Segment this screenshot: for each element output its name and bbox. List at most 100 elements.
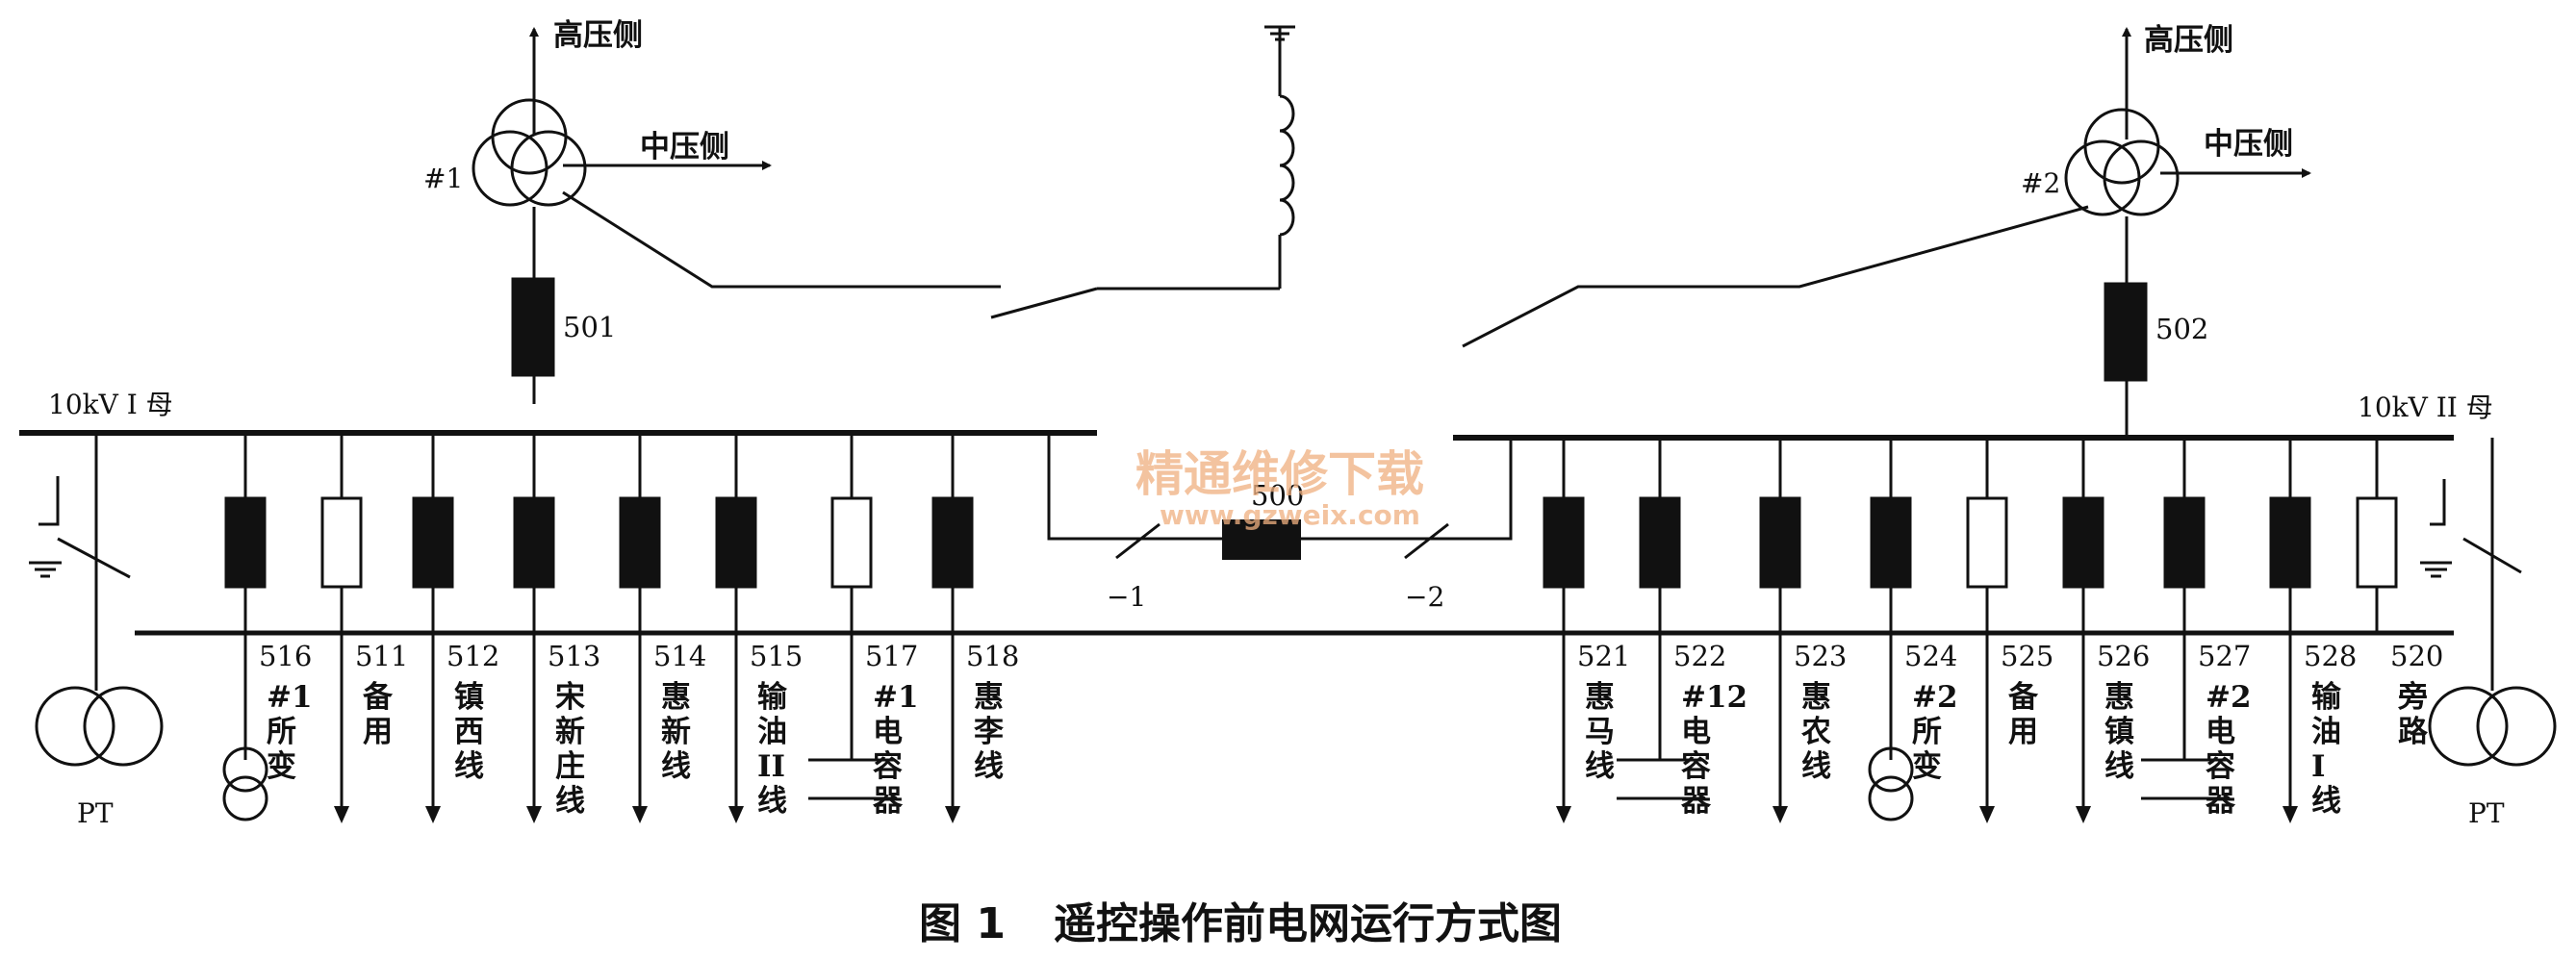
feeder-517-name-char: #1 [873, 680, 919, 715]
t2-mid-side-label: 中压侧 [2204, 127, 2293, 162]
breaker-512 [412, 496, 454, 589]
t2-winding-c [2083, 108, 2160, 185]
breaker-520 [2356, 496, 2398, 589]
t1-high-side-label: 高压侧 [553, 18, 643, 53]
feeder-513-name-char: 庄 [555, 749, 585, 784]
tie-switch-2-label: −2 [1405, 581, 1444, 613]
feeder-512-name-char: 镇 [454, 680, 484, 715]
feeder-518-name-char: 李 [974, 715, 1004, 749]
feeder-528-name-char: 线 [2311, 784, 2341, 819]
feeder-523-number: 523 [1794, 640, 1847, 672]
tie-switch-1-label: −1 [1107, 581, 1146, 613]
tie-right-lead [1299, 438, 1513, 541]
feeder-514-name-char: 惠 [661, 680, 691, 715]
breaker-511 [320, 496, 363, 589]
feeder-523-name-char: 农 [1801, 715, 1831, 749]
breaker-523 [1759, 496, 1801, 589]
feeder-527-name-char: 电 [2206, 715, 2235, 749]
tie-switch-2 [1404, 522, 1449, 560]
t1-number-label: #1 [423, 163, 463, 194]
tie-open-switch-left [990, 287, 1098, 319]
feeder-528-name-char: 输 [2311, 680, 2342, 715]
tie-500-group [1047, 433, 1513, 560]
feeder-522-name-char: 容 [1681, 749, 1711, 784]
pt-right-winding-a [2428, 686, 2509, 767]
feeder-517-name-char: 电 [873, 715, 903, 749]
breaker-521 [1543, 496, 1585, 589]
feeder-528-arrow-icon [2283, 806, 2298, 823]
feeder-524-station-tx-b [1868, 775, 1914, 821]
feeder-518-name-char: 惠 [974, 680, 1004, 715]
t2-high-side-label: 高压侧 [2144, 23, 2233, 58]
feeder-511-name-char: 备 [362, 680, 394, 715]
breaker-527 [2163, 496, 2206, 589]
busbars [19, 430, 2454, 636]
feeder-526-name-char: 惠 [2104, 680, 2134, 715]
feeder-521-name-char: 线 [1585, 749, 1615, 784]
pt-right-switch [2462, 537, 2522, 574]
pt-left-switch [57, 537, 131, 579]
feeder-524-name-char: 变 [1912, 749, 1942, 784]
pt-left-group [29, 433, 164, 767]
transformer-2-group [1462, 27, 2311, 438]
feeder-527-name-char: 器 [2205, 784, 2236, 819]
pt-left-label: PT [77, 797, 114, 829]
feeder-526-number: 526 [2097, 640, 2150, 672]
right-feeder-526: 526 惠镇线 [2062, 438, 2150, 823]
pt-left-ground-lead [38, 476, 60, 526]
feeder-515-name-char: 线 [757, 784, 787, 819]
breaker-516 [224, 496, 267, 589]
breaker-514 [619, 496, 661, 589]
pt-right-group [2420, 438, 2557, 767]
breaker-528 [2269, 496, 2311, 589]
breaker-500-label: 500 [1251, 479, 1304, 512]
watermark-url: www.gzweix.com [1160, 499, 1420, 531]
feeder-512-name-char: 西 [454, 715, 484, 749]
feeder-514-arrow-icon [632, 806, 648, 823]
feeder-523-name-char: 线 [1801, 749, 1831, 784]
feeder-518-name-char: 线 [974, 749, 1004, 784]
t2-link-line [1462, 205, 2089, 348]
pt-right-winding-b [2476, 686, 2557, 767]
feeder-525-name-char: 备 [2007, 680, 2039, 715]
breaker-517 [830, 496, 873, 589]
pt-left-winding-a [35, 686, 115, 767]
feeder-520-name-char: 路 [2398, 715, 2429, 749]
feeder-522-name-char: 电 [1681, 715, 1711, 749]
feeder-517-number: 517 [865, 640, 918, 672]
feeder-525-arrow-icon [1979, 806, 1995, 823]
feeder-525-name-char: 用 [2008, 715, 2038, 749]
breaker-501 [511, 277, 555, 377]
feeder-524-station-tx-a [1868, 746, 1914, 793]
feeder-514-name-char: 线 [661, 749, 691, 784]
pt-right-label: PT [2468, 797, 2505, 829]
feeder-513-name-char: 宋 [555, 680, 585, 715]
breaker-525 [1966, 496, 2008, 589]
tie-left-lead [1047, 433, 1222, 541]
breaker-502 [2104, 282, 2148, 382]
breaker-501-label: 501 [563, 311, 616, 343]
feeder-512-number: 512 [446, 640, 499, 672]
feeder-516-name-char: 所 [267, 715, 296, 749]
feeder-526-name-char: 线 [2104, 749, 2134, 784]
feeder-526-name-char: 镇 [2104, 715, 2134, 749]
breaker-502-label: 502 [2155, 313, 2208, 345]
feeder-517-name-char: 容 [873, 749, 903, 784]
feeder-513-number: 513 [548, 640, 600, 672]
transformer-1-group [472, 27, 1001, 404]
feeder-527-name-char: 容 [2206, 749, 2235, 784]
feeder-518-number: 518 [966, 640, 1019, 672]
feeders-right: 521惠马线522#12电容器523惠农线524#2所变525备用526惠镇线5… [1543, 438, 2443, 823]
feeders-left: 516#1所变511备用512镇西线513宋新庄线514惠新线515输油II线5… [222, 433, 1019, 823]
feeder-516-name-char: 变 [267, 749, 296, 784]
breaker-522 [1639, 496, 1681, 589]
figure-title: 遥控操作前电网运行方式图 [1054, 899, 1562, 948]
